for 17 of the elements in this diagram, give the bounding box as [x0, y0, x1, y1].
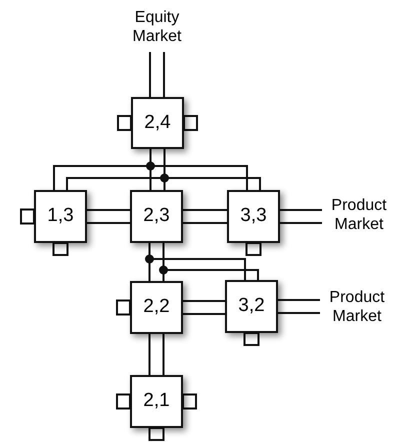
numbered-box: 2,1: [130, 375, 183, 428]
double-line-connector: [277, 299, 321, 314]
double-line-connector: [182, 300, 226, 315]
market-label: Product Market: [320, 286, 394, 328]
numbered-box: 2,3: [130, 190, 183, 243]
numbered-box: 2,2: [130, 281, 183, 334]
double-line-connector: [182, 209, 228, 224]
market-label: Product Market: [322, 194, 396, 236]
double-line-connector: [149, 51, 165, 98]
double-line-connector: [148, 333, 164, 376]
double-line-connector: [279, 209, 323, 224]
market-label: Equity Market: [120, 6, 194, 48]
double-line-connector: [86, 209, 131, 224]
numbered-box: 1,3: [34, 190, 87, 243]
numbered-box: 3,3: [227, 190, 280, 243]
numbered-box: 3,2: [225, 280, 278, 333]
numbered-box: 2,4: [131, 97, 184, 149]
